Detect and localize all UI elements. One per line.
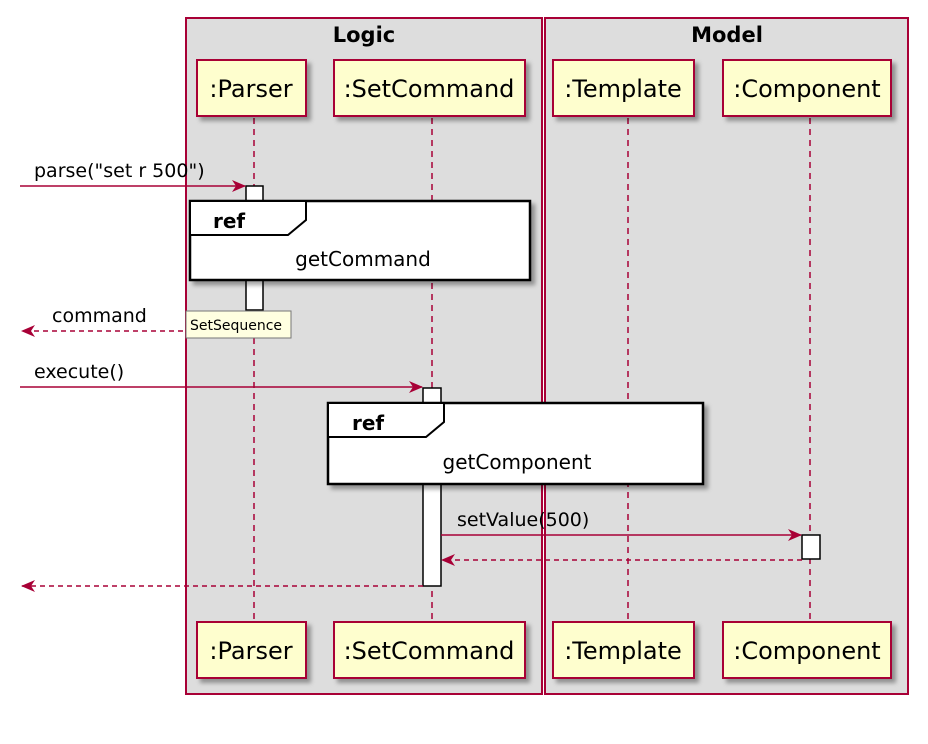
message-execute-label: execute() <box>34 361 124 383</box>
participant-label: :Parser <box>209 637 292 665</box>
participant-label: :Parser <box>209 75 292 103</box>
ref-frame-getcomponent: ref getComponent <box>326 401 705 486</box>
participant-template-bottom: :Template <box>552 621 695 679</box>
participant-template-top: :Template <box>552 59 695 117</box>
participant-parser-bottom: :Parser <box>196 621 307 679</box>
lane-model <box>544 17 909 695</box>
ref-keyword: ref <box>352 411 384 435</box>
ref-name: getComponent <box>443 450 592 474</box>
participant-label: :Template <box>564 75 682 103</box>
participant-component-top: :Component <box>722 59 892 117</box>
participant-label: :Component <box>733 637 880 665</box>
ref-name: getCommand <box>295 247 431 271</box>
lane-title-model: Model <box>691 23 763 47</box>
participant-label: :Component <box>733 75 880 103</box>
participant-setcommand-top: :SetCommand <box>333 59 526 117</box>
participant-label: :SetCommand <box>344 75 515 103</box>
lane-logic <box>185 17 543 695</box>
participant-setcommand-bottom: :SetCommand <box>333 621 526 679</box>
participant-label: :SetCommand <box>344 637 515 665</box>
tooltip-text: SetSequence <box>190 318 282 334</box>
ref-keyword: ref <box>213 209 245 233</box>
tooltip: SetSequence <box>185 310 292 339</box>
participant-component-bottom: :Component <box>722 621 892 679</box>
message-command-label: command <box>52 305 147 327</box>
participant-parser-top: :Parser <box>196 59 307 117</box>
message-setvalue-label: setValue(500) <box>457 509 589 531</box>
ref-frame-getcommand: ref getCommand <box>188 199 532 282</box>
participant-label: :Template <box>564 637 682 665</box>
activation-component <box>801 534 821 560</box>
message-parse-label: parse("set r 500") <box>34 160 205 182</box>
lane-title-logic: Logic <box>333 23 396 47</box>
